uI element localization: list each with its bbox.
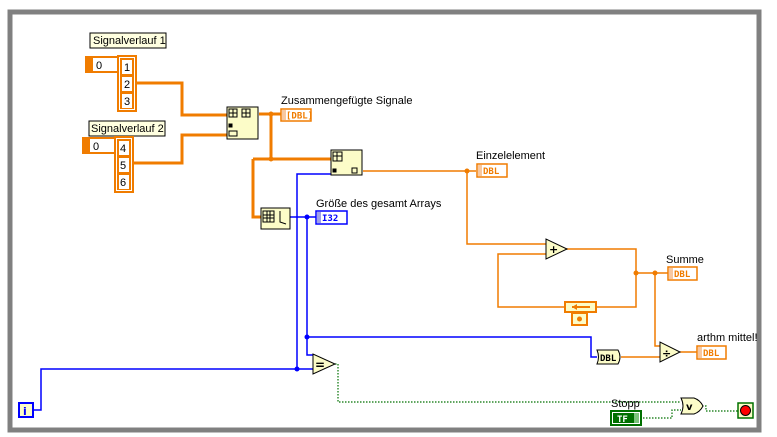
or-symbol: v (686, 402, 693, 413)
stop-label: Stopp (611, 398, 640, 410)
array-size-type: I32 (322, 214, 338, 224)
array-size-label: Größe des gesamt Arrays (316, 198, 442, 210)
sum-indicator[interactable]: Summe DBL (666, 254, 704, 281)
signal2-value[interactable]: 6 (120, 177, 126, 189)
index-stepper-icon[interactable] (84, 139, 90, 152)
signal1-value[interactable]: 3 (124, 96, 130, 108)
array-size-node[interactable] (260, 207, 291, 230)
merged-signals-type: [DBL] (286, 112, 313, 122)
signal2-label: Signalverlauf 2 (91, 123, 164, 135)
mean-label: arthm mittel! (697, 332, 758, 344)
signal1-value[interactable]: 1 (124, 62, 130, 74)
dbl-wires[interactable] (132, 81, 697, 358)
i32-wire-junctions (294, 214, 310, 372)
array-size-indicator[interactable]: Größe des gesamt Arrays I32 (315, 198, 442, 225)
stop-sign-icon (740, 405, 751, 416)
loop-condition-terminal[interactable] (737, 402, 754, 419)
divide-node[interactable]: ÷ (659, 341, 682, 363)
sum-type: DBL (674, 270, 691, 280)
build-array-icon (228, 108, 251, 137)
index-array-node[interactable] (330, 149, 363, 176)
stop-control[interactable]: Stopp TF (610, 398, 642, 426)
arrow-left-icon (572, 304, 577, 310)
merged-signals-indicator[interactable]: Zusammengefügte Signale [DBL] (280, 95, 412, 122)
signal1-label: Signalverlauf 1 (93, 35, 166, 47)
signal1-index[interactable]: 0 (96, 60, 102, 72)
signal2-constant[interactable]: Signalverlauf 2 0 4 5 6 (82, 120, 166, 193)
signal2-index[interactable]: 0 (93, 141, 99, 153)
stop-type: TF (617, 415, 628, 425)
element-type: DBL (483, 167, 500, 177)
feedback-node[interactable] (564, 301, 597, 326)
signal2-value[interactable]: 4 (120, 143, 126, 155)
to-double-label: DBL (600, 354, 617, 364)
i32-wires[interactable] (32, 173, 597, 411)
add-symbol: + (549, 243, 558, 256)
dbl-wire-junctions (268, 111, 658, 276)
index-array-icon (332, 151, 358, 174)
element-label: Einzelelement (476, 150, 545, 162)
mean-type: DBL (703, 349, 720, 359)
signal1-value[interactable]: 2 (124, 79, 130, 91)
or-node[interactable]: v (680, 397, 704, 415)
equal-node[interactable]: = (312, 353, 337, 375)
while-loop-frame[interactable] (7, 9, 762, 433)
to-double-node[interactable]: DBL (596, 349, 621, 365)
signal1-constant[interactable]: Signalverlauf 1 0 1 2 3 (85, 32, 167, 112)
mean-indicator[interactable]: arthm mittel! DBL (696, 332, 758, 360)
index-stepper-icon[interactable] (87, 58, 93, 71)
iteration-label: i (23, 405, 27, 418)
array-size-icon (262, 210, 287, 225)
bool-wires[interactable] (335, 363, 738, 419)
element-indicator[interactable]: Einzelelement DBL (476, 150, 545, 178)
merged-signals-label: Zusammengefügte Signale (281, 95, 412, 107)
equal-symbol: = (315, 358, 325, 372)
sum-label: Summe (666, 254, 704, 266)
signal2-value[interactable]: 5 (120, 160, 126, 172)
divide-symbol: ÷ (662, 347, 671, 360)
add-node[interactable]: + (545, 238, 569, 260)
iteration-terminal: i (18, 402, 34, 418)
build-array-node[interactable] (226, 106, 259, 140)
